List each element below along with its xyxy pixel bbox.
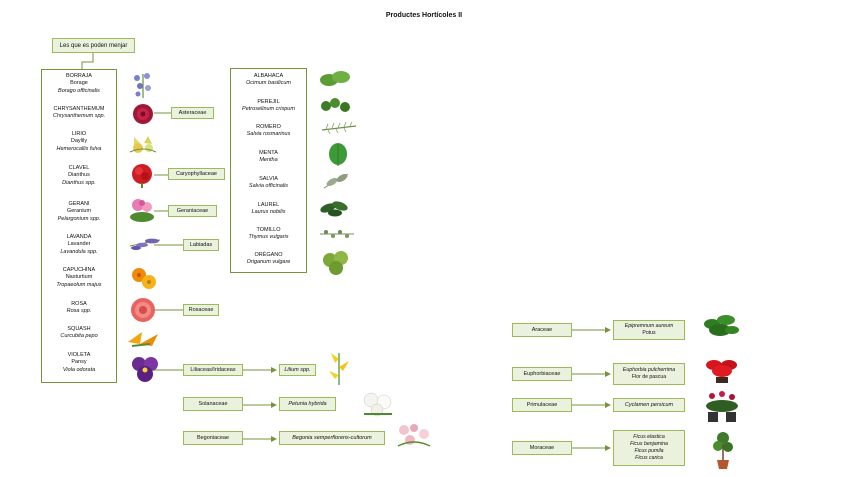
flower-entry: CLAVEL Dianthus Dianthus spp.: [62, 165, 96, 186]
family-primulaceae: Primulaceae: [512, 398, 572, 412]
nasturtium-image: [132, 268, 156, 289]
borage-image: [134, 73, 151, 98]
chrysanthemum-image: [133, 104, 153, 124]
lily-image: [329, 353, 349, 385]
begonia-image: [397, 424, 431, 447]
rose-image: [131, 298, 155, 322]
flower-entry: CAPUCHINA Nasturtium Tropaeolum majus: [56, 267, 102, 288]
daylily-image: [129, 136, 157, 153]
petunia-label: Petunia hybrida: [279, 397, 336, 411]
primulaceae-species: Cyclamen persicum: [613, 398, 685, 412]
flower-entry: CHRYSANTHEMUM Chrysanthemum spp.: [52, 106, 106, 120]
herb-entry: MENTA Mentha: [259, 150, 278, 164]
cyclamen-image: [706, 391, 738, 422]
herb-entry: LAUREL Laurus nobilis: [251, 202, 286, 216]
lilium-label: Lilium spp.: [279, 364, 316, 376]
family-rosaceae: Rosaceae: [183, 304, 219, 316]
thyme-image: [320, 230, 354, 238]
moraceae-species: Ficus elastica Ficus benjamina Ficus pum…: [613, 430, 685, 466]
herb-entry: ORÉGANO Origanum vulgare: [246, 252, 291, 266]
family-araceae: Araceae: [512, 323, 572, 337]
edible-flowers-box: BORRAJA Borage Borago officinalis CHRYSA…: [41, 69, 117, 383]
flower-entry: GERANI Geranium Pelargonium spp.: [57, 201, 101, 222]
herb-entry: PEREJIL Petroselinum crispum: [242, 99, 295, 113]
poinsettia-image: [706, 360, 737, 383]
herb-entry: ROMERO Salvia rosmarinus: [246, 124, 291, 138]
family-euphorbiaceae: Euphorbiaceae: [512, 367, 572, 381]
family-asteraceae: Asteraceae: [171, 107, 214, 119]
begonia-label: Begonia semperflorens-cultorum: [279, 431, 385, 445]
carnation-image: [132, 164, 152, 188]
pothos-image: [704, 315, 739, 336]
family-caryophyllaceae: Caryophyllaceae: [168, 168, 225, 180]
family-labiadas: Labiadas: [183, 239, 219, 251]
herb-entry: ALBAHACA Ocimum basilicum: [246, 73, 291, 87]
herb-entry: TOMILLO Thymus vulgaris: [248, 227, 289, 241]
flower-entry: LAVANDA Lavander Lavandula spp.: [60, 234, 98, 255]
family-moraceae: Moraceae: [512, 441, 572, 455]
petunia-image: [363, 392, 392, 417]
sage-image: [323, 173, 349, 189]
flower-entry: LIRIO Daylily Hemerocallis fulva: [56, 131, 102, 152]
flower-entry: BORRAJA Borage Borago officinalis: [58, 73, 100, 94]
parsley-image: [321, 98, 350, 112]
pansy-image: [132, 357, 158, 382]
ficus-image: [713, 432, 733, 469]
oregano-image: [323, 251, 348, 275]
rosemary-image: [321, 121, 357, 135]
page-title: Productes Hortícoles II: [385, 12, 463, 19]
family-geraniaceae: Geraniaceae: [168, 205, 217, 217]
squash-blossom-image: [128, 332, 158, 347]
family-begoniaceae: Begoniaceae: [183, 431, 243, 445]
herb-entry: SALVIA Salvia officinalis: [248, 176, 289, 190]
lavender-image: [129, 238, 161, 250]
edible-label: Les que es poden menjar: [52, 38, 135, 53]
flower-entry: VIOLETA Pansy Viola odorata: [62, 352, 96, 373]
bay-laurel-image: [320, 201, 348, 217]
flower-entry: ROSA Rosa spp.: [66, 301, 92, 315]
flower-entry: SQUASH Curcubita pepo: [60, 326, 98, 340]
araceae-species: Epipremnum aureum Potus: [613, 320, 685, 340]
geranium-image: [130, 199, 154, 222]
family-liliaceae: Liliaceas/Iridaceas: [183, 364, 243, 376]
family-solanaceae: Solanaceae: [183, 397, 243, 411]
herbs-box: ALBAHACA Ocimum basilicum PEREJIL Petros…: [230, 68, 307, 273]
basil-image: [320, 71, 350, 86]
mint-image: [329, 143, 347, 166]
euphorbiaceae-species: Euphorbia pulcherrima Flor de pascua: [613, 363, 685, 385]
